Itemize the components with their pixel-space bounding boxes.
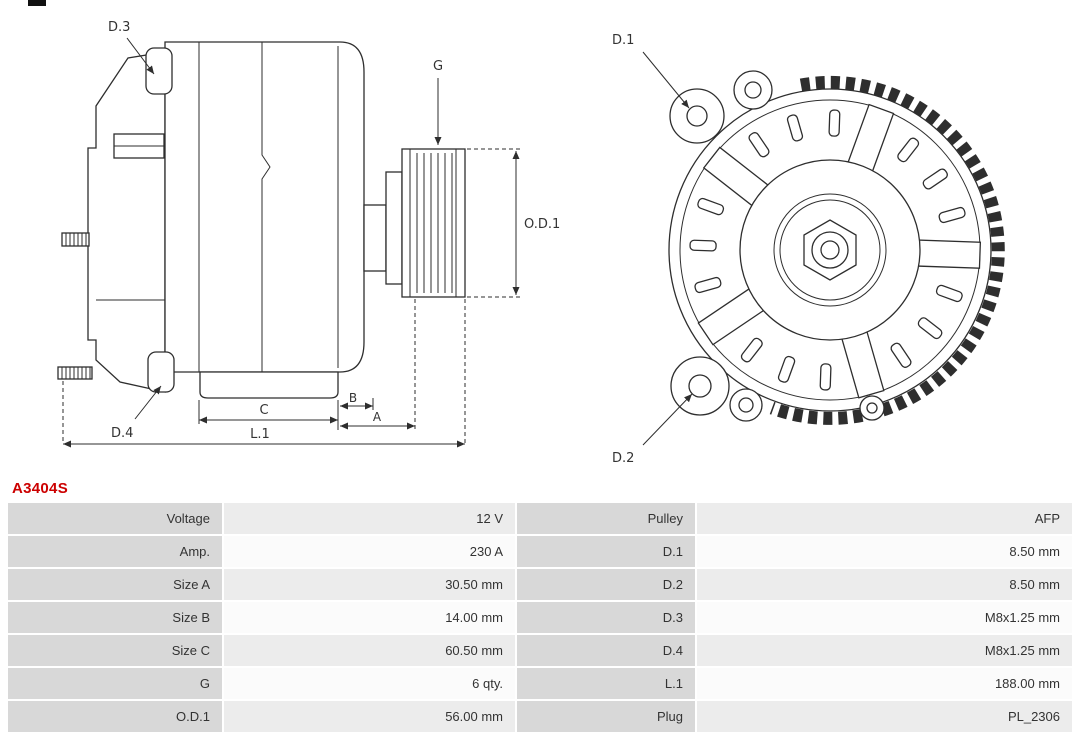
spec-value: 56.00 mm [224, 701, 515, 732]
dim-label-l1: L.1 [250, 427, 270, 442]
spec-row: Voltage 12 V Pulley AFP [8, 503, 1072, 534]
spec-value: 30.50 mm [224, 569, 515, 600]
logo-fragment [28, 0, 46, 6]
spec-row: Size C 60.50 mm D.4 M8x1.25 mm [8, 635, 1072, 666]
part-number: A3404S [12, 480, 69, 497]
spec-value: 6 qty. [224, 668, 515, 699]
dim-label-d3: D.3 [108, 20, 130, 35]
spec-row: Amp. 230 A D.1 8.50 mm [8, 536, 1072, 567]
spec-label: Plug [517, 701, 695, 732]
technical-drawing-area: O.D.1 G D.3 D.4 C B A L.1 [57, 20, 1005, 466]
spec-label: D.4 [517, 635, 695, 666]
rear-view-drawing: D.1 D.2 [612, 33, 1005, 466]
spec-value: 230 A [224, 536, 515, 567]
dim-label-a: A [373, 410, 382, 424]
spec-label: Size C [8, 635, 222, 666]
spec-label: Pulley [517, 503, 695, 534]
spec-label: Voltage [8, 503, 222, 534]
alternator-technical-drawing: O.D.1 G D.3 D.4 C B A L.1 [57, 20, 1005, 466]
spec-value: 188.00 mm [697, 668, 1072, 699]
vent-slots [689, 109, 966, 391]
spec-row: G 6 qty. L.1 188.00 mm [8, 668, 1072, 699]
side-view-drawing: O.D.1 G D.3 D.4 C B A L.1 [57, 20, 560, 448]
dim-label-rear-d2: D.2 [612, 451, 634, 466]
spec-value: AFP [697, 503, 1072, 534]
dim-label-od1: O.D.1 [524, 217, 560, 232]
spec-value: 8.50 mm [697, 569, 1072, 600]
spec-label: Amp. [8, 536, 222, 567]
spec-label: G [8, 668, 222, 699]
spec-value: 14.00 mm [224, 602, 515, 633]
spec-row: O.D.1 56.00 mm Plug PL_2306 [8, 701, 1072, 732]
spec-row: Size A 30.50 mm D.2 8.50 mm [8, 569, 1072, 600]
spec-value: 60.50 mm [224, 635, 515, 666]
spokes [697, 103, 982, 399]
spec-label: L.1 [517, 668, 695, 699]
spec-value: 8.50 mm [697, 536, 1072, 567]
spec-row: Size B 14.00 mm D.3 M8x1.25 mm [8, 602, 1072, 633]
spec-table: Voltage 12 V Pulley AFP Amp. 230 A D.1 8… [8, 503, 1072, 732]
dim-label-g: G [433, 59, 443, 74]
dim-label-c: C [259, 403, 268, 418]
spec-label: D.3 [517, 602, 695, 633]
spec-label: D.1 [517, 536, 695, 567]
spec-label: Size B [8, 602, 222, 633]
spec-label: Size A [8, 569, 222, 600]
spec-label: D.2 [517, 569, 695, 600]
dim-label-d4: D.4 [111, 426, 133, 441]
dim-label-b: B [349, 391, 357, 405]
spec-value: 12 V [224, 503, 515, 534]
spec-value: M8x1.25 mm [697, 602, 1072, 633]
spec-value: M8x1.25 mm [697, 635, 1072, 666]
dim-label-rear-d1: D.1 [612, 33, 634, 48]
spec-label: O.D.1 [8, 701, 222, 732]
spec-value: PL_2306 [697, 701, 1072, 732]
